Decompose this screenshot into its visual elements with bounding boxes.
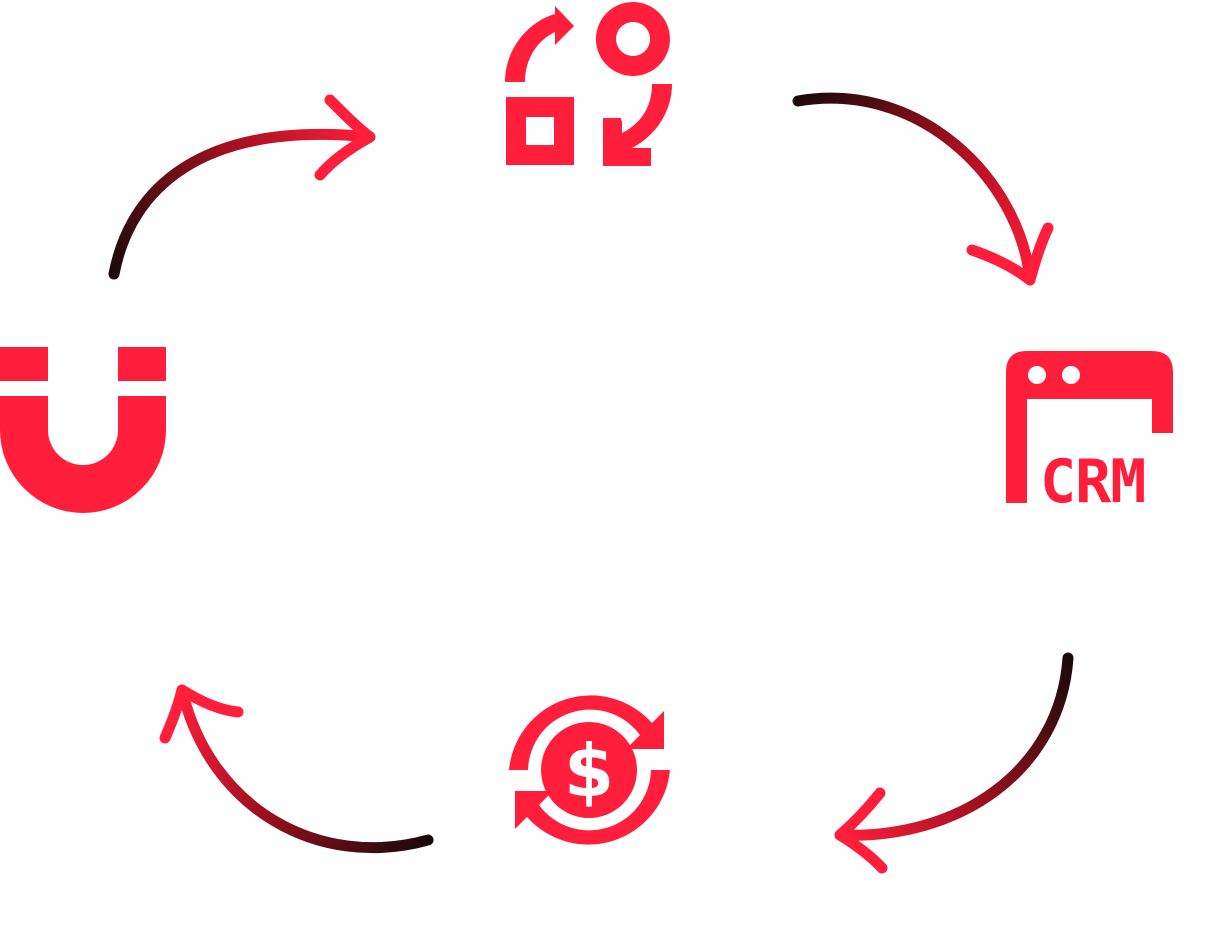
arrow-attract-to-convert <box>108 94 376 280</box>
arrow-crm-to-revenue <box>834 652 1074 874</box>
dollar-sign: $ <box>564 729 614 813</box>
dollar-cycle-icon: $ <box>509 695 670 845</box>
crm-browser-icon: CRM <box>1006 351 1173 517</box>
arrow-revenue-to-attract <box>159 684 434 854</box>
arrow-convert-to-crm <box>792 92 1054 286</box>
shape-transform-icon <box>505 2 672 166</box>
crm-label: CRM <box>1040 447 1145 517</box>
magnet-icon <box>0 347 166 513</box>
